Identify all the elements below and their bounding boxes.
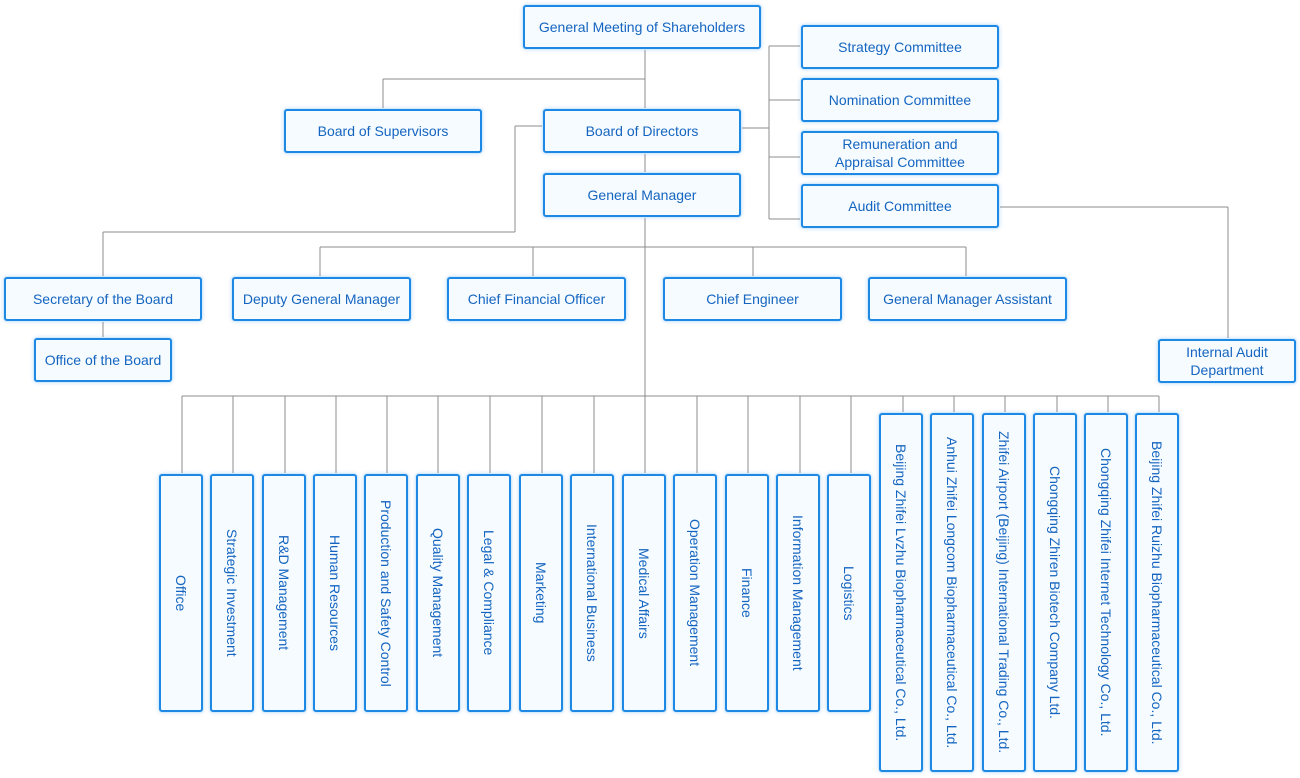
remuneration-committee-box: Remuneration and Appraisal Committee	[801, 131, 999, 175]
department-box: Legal & Compliance	[467, 474, 511, 712]
subsidiary-box: Chongqing Zhiren Biotech Company Ltd.	[1033, 413, 1077, 772]
department-box: Medical Affairs	[622, 474, 666, 712]
department-box: Office	[159, 474, 203, 712]
subsidiary-box: Chongqing Zhifei Internet Technology Co.…	[1084, 413, 1128, 772]
gm-assistant-box: General Manager Assistant	[868, 277, 1067, 321]
directors-box: Board of Directors	[543, 109, 741, 153]
secretary-box: Secretary of the Board	[4, 277, 202, 321]
subsidiary-box: Anhui Zhifei Longcom Biopharmaceutical C…	[930, 413, 974, 772]
department-box: Quality Management	[416, 474, 460, 712]
department-box: Marketing	[519, 474, 563, 712]
subsidiary-box: Zhifei Airport (Beijing) International T…	[982, 413, 1026, 772]
general-manager-box: General Manager	[543, 173, 741, 217]
department-box: Finance	[725, 474, 769, 712]
chief-engineer-box: Chief Engineer	[663, 277, 842, 321]
office-of-board-box: Office of the Board	[34, 338, 172, 382]
subsidiary-box: Beijing Zhifei Lvzhu Biopharmaceutical C…	[879, 413, 923, 772]
department-box: Human Resources	[313, 474, 357, 712]
shareholders-box: General Meeting of Shareholders	[523, 5, 761, 49]
strategy-committee-box: Strategy Committee	[801, 25, 999, 69]
nomination-committee-box: Nomination Committee	[801, 78, 999, 122]
supervisors-box: Board of Supervisors	[284, 109, 482, 153]
subsidiary-box: Beijing Zhifei Ruizhu Biopharmaceutical …	[1135, 413, 1179, 772]
department-box: Information Management	[776, 474, 820, 712]
deputy-gm-box: Deputy General Manager	[232, 277, 411, 321]
department-box: Production and Safety Control	[364, 474, 408, 712]
department-box: International Business	[570, 474, 614, 712]
department-box: Operation Management	[673, 474, 717, 712]
department-box: Strategic Investment	[210, 474, 254, 712]
cfo-box: Chief Financial Officer	[447, 277, 626, 321]
audit-committee-box: Audit Committee	[801, 184, 999, 228]
department-box: R&D Management	[262, 474, 306, 712]
internal-audit-box: Internal Audit Department	[1158, 339, 1296, 383]
department-box: Logistics	[827, 474, 871, 712]
